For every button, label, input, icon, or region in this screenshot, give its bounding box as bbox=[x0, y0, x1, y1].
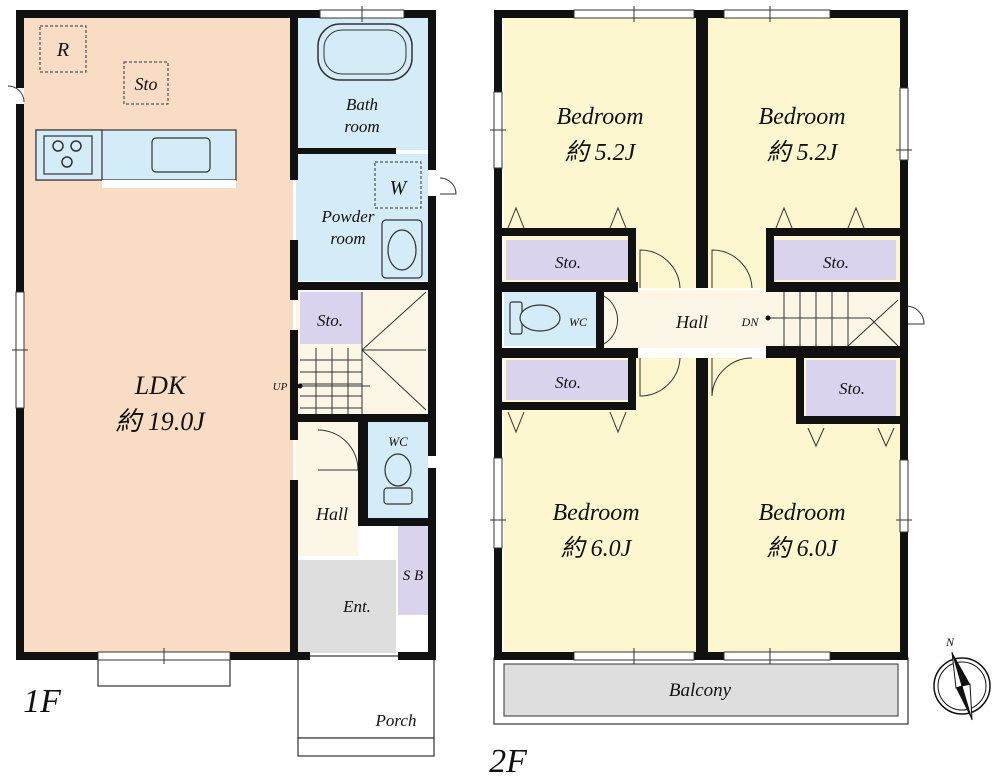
bedroom-ne-size: 約 5.2J bbox=[767, 139, 839, 166]
shoe-box-label: S B bbox=[403, 568, 423, 584]
door-swing bbox=[711, 357, 753, 397]
bedroom-ne-label: Bedroom bbox=[758, 104, 845, 130]
kitchen-storage-box bbox=[123, 61, 169, 105]
storage-nw bbox=[506, 240, 628, 280]
storage-ne bbox=[774, 240, 896, 280]
floor-2-label: 2F bbox=[489, 743, 528, 780]
walls-1f bbox=[16, 10, 436, 660]
stairs-2f bbox=[768, 292, 899, 347]
stairs-1f bbox=[300, 291, 427, 416]
hall-2f bbox=[600, 290, 900, 348]
shoe-box bbox=[398, 525, 428, 615]
door-swing bbox=[711, 249, 753, 289]
down-label: DN bbox=[741, 315, 760, 329]
windows-1f bbox=[12, 6, 405, 664]
hall-1f bbox=[296, 422, 358, 556]
closet-doors bbox=[507, 206, 895, 448]
balcony-floor bbox=[503, 663, 899, 717]
toilet-bowl bbox=[519, 304, 561, 332]
floor-1: R Sto LDK 約 19.0J Bath room W Powder roo… bbox=[7, 6, 457, 757]
stove bbox=[43, 135, 93, 175]
door-swing bbox=[639, 357, 681, 397]
stair-storage-label: Sto. bbox=[317, 311, 343, 330]
door-swing bbox=[7, 85, 25, 103]
door-swing bbox=[317, 429, 359, 471]
up-label: UP bbox=[273, 381, 288, 393]
storage-se-label: Sto. bbox=[839, 379, 865, 398]
hall-label: Hall bbox=[315, 504, 348, 524]
porch-step bbox=[297, 737, 435, 757]
entrance bbox=[296, 560, 396, 653]
hall-2f-label: Hall bbox=[675, 312, 708, 332]
ldk-label: LDK bbox=[134, 371, 187, 400]
burner-icon bbox=[70, 140, 82, 152]
ldk-size: 約 19.0J bbox=[115, 407, 206, 436]
burner-icon bbox=[61, 156, 73, 168]
porch-label: Porch bbox=[375, 711, 417, 730]
windows-2f bbox=[490, 6, 912, 664]
porch bbox=[297, 655, 435, 739]
washer-box bbox=[374, 161, 422, 209]
bathtub-inner bbox=[323, 29, 407, 75]
bedroom-sw-label: Bedroom bbox=[552, 500, 639, 526]
storage-nw-label: Sto. bbox=[555, 253, 581, 272]
bedroom-sw-size: 約 6.0J bbox=[561, 535, 633, 562]
door-swing bbox=[905, 305, 925, 325]
fridge-label: R bbox=[56, 39, 69, 61]
entrance-label: Ent. bbox=[342, 597, 371, 616]
toilet-bowl bbox=[384, 453, 412, 487]
up-marker bbox=[297, 383, 303, 389]
bedroom-nw-size: 約 5.2J bbox=[565, 139, 637, 166]
door-swing bbox=[639, 249, 681, 289]
stair-storage bbox=[300, 292, 362, 344]
storage-se bbox=[806, 360, 896, 416]
bedroom-se-size: 約 6.0J bbox=[767, 535, 839, 562]
storage-ne-label: Sto. bbox=[823, 253, 849, 272]
down-marker bbox=[765, 315, 771, 321]
sink-basin bbox=[387, 229, 417, 271]
storage-sw-label: Sto. bbox=[555, 373, 581, 392]
compass-icon: N bbox=[933, 635, 991, 721]
bath-label-2: room bbox=[344, 117, 379, 136]
powder-label-2: room bbox=[330, 229, 365, 248]
wc-label: WC bbox=[388, 434, 408, 449]
balcony-label: Balcony bbox=[669, 680, 732, 701]
wc-2f-label: WC bbox=[569, 315, 588, 329]
toilet-icon bbox=[383, 487, 413, 505]
bedroom-se-label: Bedroom bbox=[758, 500, 845, 526]
door-swing bbox=[603, 295, 619, 345]
bedroom-nw-label: Bedroom bbox=[556, 104, 643, 130]
floor-1-label: 1F bbox=[23, 683, 62, 720]
door-swing bbox=[439, 177, 457, 195]
washer-label: W bbox=[390, 177, 409, 199]
storage-sw bbox=[506, 360, 628, 400]
walls-2f bbox=[494, 10, 908, 660]
bath-label: Bath bbox=[346, 95, 378, 114]
burner-icon bbox=[52, 140, 64, 152]
kitchen-sink bbox=[151, 137, 211, 173]
floor-2: Bedroom 約 5.2J Bedroom 約 5.2J Bedroom 約 … bbox=[489, 6, 925, 780]
fridge-box bbox=[39, 25, 87, 73]
bathtub bbox=[317, 23, 413, 81]
ldk-room bbox=[24, 16, 293, 653]
kitchen-storage-label: Sto bbox=[134, 74, 157, 94]
north-label: N bbox=[945, 635, 955, 649]
powder-label: Powder bbox=[321, 207, 375, 226]
